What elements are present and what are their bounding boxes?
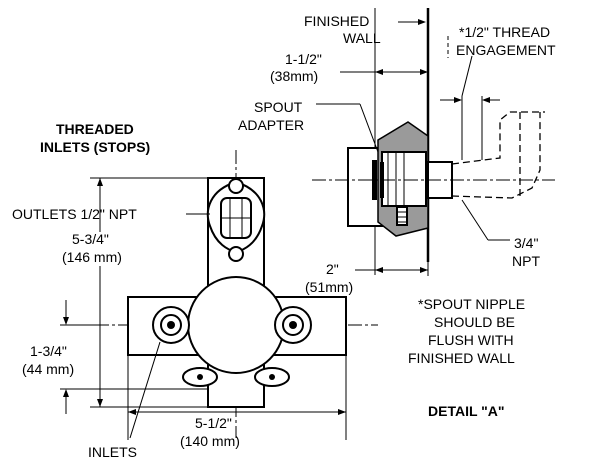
finished-wall-label-1: FINISHED bbox=[304, 13, 369, 29]
left-inlet-stop-core bbox=[167, 321, 175, 329]
dim-2-arrow-left bbox=[375, 267, 383, 273]
inlets-leader bbox=[129, 341, 161, 439]
thread-leader bbox=[461, 55, 473, 97]
dim-2-inch-label: 2" bbox=[326, 261, 339, 277]
dim-2-arrow-right bbox=[420, 267, 428, 273]
dim-5-5-inch-label: 5-1/2" bbox=[195, 415, 232, 431]
dim-1-75-arrowhead-lower bbox=[63, 389, 69, 397]
spout-adapter-label-1: SPOUT bbox=[254, 99, 303, 115]
dim-5-5-arrow-right bbox=[338, 409, 346, 415]
dim-1-5-mm-label: (38mm) bbox=[270, 68, 318, 84]
set-screw bbox=[396, 206, 408, 226]
dim-1-75-mm-label: (44 mm) bbox=[22, 361, 74, 377]
dim-2-mm-label: (51mm) bbox=[305, 279, 353, 295]
spout-note-line-3: FLUSH WITH bbox=[428, 332, 514, 348]
spout-note-line-4: FINISHED WALL bbox=[408, 350, 515, 366]
outlet-screw-bottom bbox=[228, 246, 244, 262]
mount-tab-left-hole bbox=[197, 374, 203, 380]
valve-front-view bbox=[60, 150, 378, 440]
spout-adapter-label-2: ADAPTER bbox=[238, 117, 304, 133]
spout-note-line-2: SHOULD BE bbox=[434, 314, 515, 330]
dim-1-75-inch-label: 1-3/4" bbox=[30, 343, 67, 359]
valve-body bbox=[187, 276, 285, 374]
adapter-leader bbox=[359, 103, 379, 153]
dim-1-5-arrow-left bbox=[375, 69, 383, 75]
right-inlet-stop-core bbox=[289, 321, 297, 329]
spout-outline-top bbox=[451, 111, 511, 165]
dim-1-75-arrowhead-upper bbox=[63, 317, 69, 325]
dim-5-75-inch-label: 5-3/4" bbox=[72, 231, 109, 247]
detail-a-label: DETAIL "A" bbox=[428, 403, 505, 419]
detail-a-drawing bbox=[312, 8, 555, 276]
npt-label-1: 3/4" bbox=[514, 235, 538, 251]
finished-wall-label-2: WALL bbox=[343, 30, 381, 46]
dim-1-5-inch-label: 1-1/2" bbox=[285, 51, 322, 67]
spout-note-line-1: *SPOUT NIPPLE bbox=[418, 296, 525, 312]
dim-5-5-arrow-left bbox=[128, 409, 136, 415]
thread-arrowhead-right bbox=[482, 97, 490, 103]
threaded-inlets-label-2: INLETS (STOPS) bbox=[40, 139, 150, 155]
npt-label-2: NPT bbox=[512, 253, 540, 269]
inlets-label: INLETS bbox=[88, 444, 137, 460]
dim-1-5-arrow-right bbox=[420, 69, 428, 75]
mount-tab-right-hole bbox=[269, 374, 275, 380]
outlets-label: OUTLETS 1/2" NPT bbox=[12, 206, 137, 222]
thread-engagement-label-1: *1/2" THREAD bbox=[459, 24, 550, 40]
dim-5-75-arrow-top bbox=[97, 178, 103, 186]
spout-outline-bottom bbox=[451, 112, 541, 199]
npt-leader bbox=[461, 199, 489, 241]
dim-5-5-mm-label: (140 mm) bbox=[180, 433, 240, 449]
threaded-inlets-label-1: THREADED bbox=[56, 121, 134, 137]
thread-arrowhead-left bbox=[454, 97, 462, 103]
wall-leader-arrow bbox=[418, 19, 426, 25]
dim-5-75-mm-label: (146 mm) bbox=[62, 249, 122, 265]
seal-band-1 bbox=[372, 160, 377, 200]
thread-engagement-label-2: ENGAGEMENT bbox=[456, 42, 556, 58]
dim-5-75-arrow-bottom bbox=[97, 399, 103, 407]
labels: FINISHED WALL *1/2" THREAD ENGAGEMENT 1-… bbox=[12, 13, 556, 460]
outlet-screw-top bbox=[228, 178, 244, 194]
